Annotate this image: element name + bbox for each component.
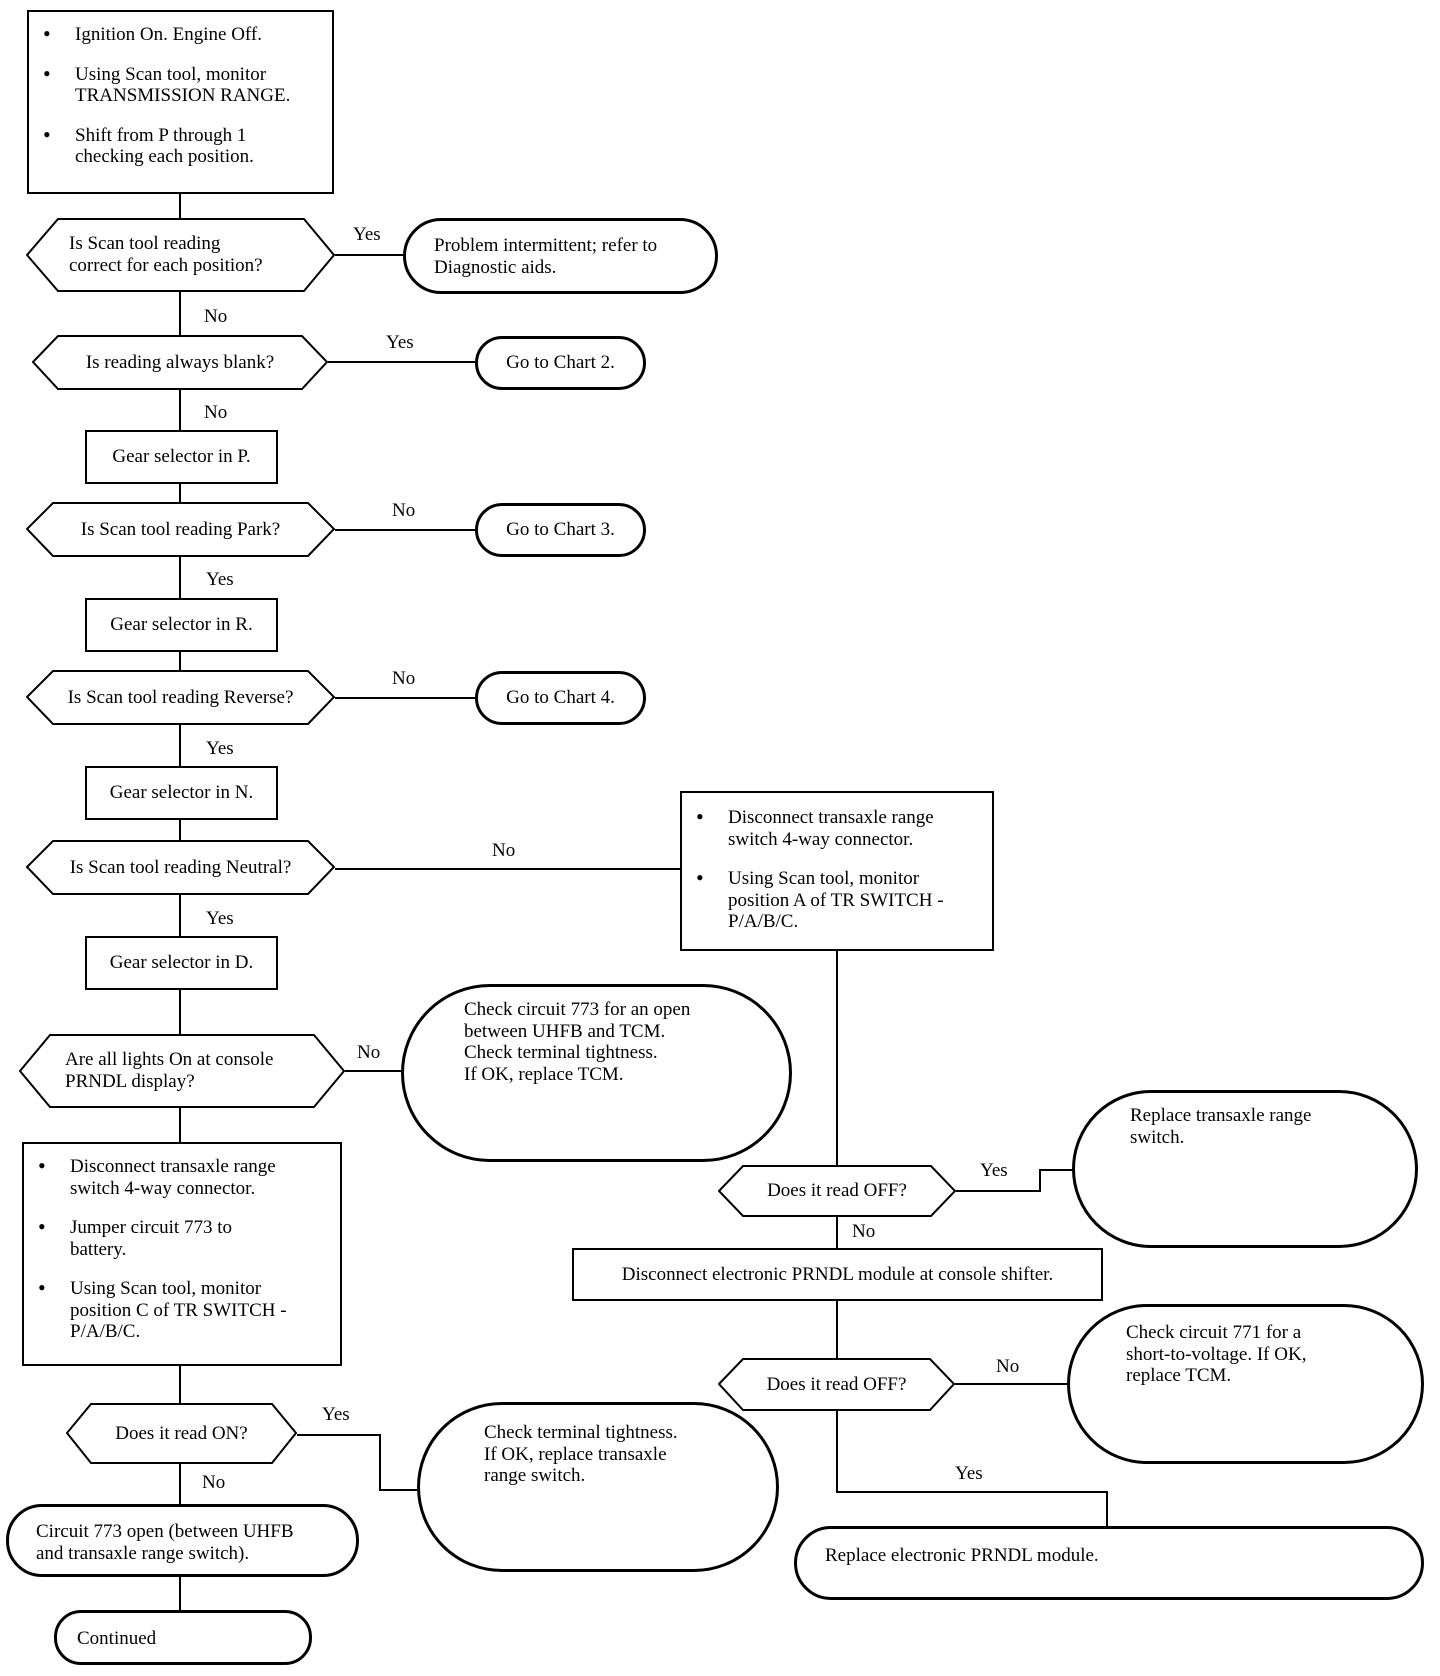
result-circuit-773-open: Circuit 773 open (between UHFB and trans… — [6, 1504, 359, 1577]
step-disconnect-prndl-module: Disconnect electronic PRNDL module at co… — [572, 1248, 1103, 1301]
branch-label-no: No — [204, 402, 228, 423]
step-gear-selector-n: Gear selector in N. — [85, 766, 278, 820]
start-step: Using Scan tool, monitor TRANSMISSION RA… — [43, 63, 333, 107]
decision-console-lights: Are all lights On at console PRNDL displ… — [19, 1034, 345, 1108]
step-text: Gear selector in N. — [109, 782, 254, 803]
decision-shape — [19, 1034, 345, 1108]
result-text: Check circuit 771 for a short-to-voltage… — [1126, 1322, 1307, 1386]
decision-shape — [718, 1358, 955, 1411]
result-go-to-chart-4: Go to Chart 4. — [475, 671, 646, 725]
step-text: Gear selector in D. — [109, 952, 254, 973]
decision-shape — [718, 1165, 956, 1217]
decision-text: Is Scan tool reading Reverse? — [67, 686, 294, 708]
decision-read-off-1: Does it read OFF? — [718, 1165, 956, 1217]
decision-shape — [26, 502, 335, 557]
decision-read-on: Does it read ON? — [66, 1403, 297, 1464]
decision-always-blank: Is reading always blank? — [32, 335, 328, 390]
decision-each-position: Is Scan tool reading correct for each po… — [26, 218, 335, 292]
decision-park: Is Scan tool reading Park? — [26, 502, 335, 557]
result-intermittent: Problem intermittent; refer to Diagnosti… — [403, 218, 718, 294]
branch-label-no: No — [392, 668, 416, 689]
branch-label-yes: Yes — [386, 332, 414, 353]
result-replace-range-switch: Replace transaxle range switch. — [1072, 1090, 1418, 1248]
decision-neutral: Is Scan tool reading Neutral? — [26, 840, 335, 895]
start-box: Ignition On. Engine Off. Using Scan tool… — [27, 10, 334, 194]
result-check-circuit-773: Check circuit 773 for an open between UH… — [401, 984, 792, 1162]
result-go-to-chart-3: Go to Chart 3. — [475, 503, 646, 557]
jumper-steps-box: Disconnect transaxle range switch 4-way … — [22, 1142, 342, 1366]
result-text: Go to Chart 4. — [506, 687, 615, 708]
step-gear-selector-r: Gear selector in R. — [85, 598, 278, 652]
step-gear-selector-p: Gear selector in P. — [85, 430, 278, 484]
neutral-steps-box: Disconnect transaxle range switch 4-way … — [680, 791, 994, 951]
decision-shape — [32, 335, 328, 390]
result-text: Continued — [77, 1628, 157, 1649]
decision-text: Is Scan tool reading Park? — [80, 518, 281, 540]
jumper-step: Disconnect transaxle range switch 4-way … — [38, 1155, 340, 1199]
decision-shape — [26, 840, 335, 895]
branch-label-yes: Yes — [353, 224, 381, 245]
branch-label-yes: Yes — [980, 1160, 1008, 1181]
branch-label-yes: Yes — [206, 738, 234, 759]
jumper-step: Using Scan tool, monitor position C of T… — [38, 1277, 340, 1343]
decision-text: Is Scan tool reading correct for each po… — [69, 233, 263, 276]
start-step: Ignition On. Engine Off. — [43, 23, 333, 46]
step-text: Gear selector in R. — [110, 614, 253, 635]
branch-label-no: No — [204, 306, 228, 327]
branch-label-no: No — [202, 1472, 226, 1493]
branch-label-yes: Yes — [206, 908, 234, 929]
branch-label-no: No — [852, 1221, 876, 1242]
decision-shape — [26, 218, 335, 292]
result-text: Check terminal tightness. If OK, replace… — [484, 1422, 678, 1486]
decision-text: Are all lights On at console PRNDL displ… — [65, 1049, 274, 1092]
step-text: Disconnect electronic PRNDL module at co… — [621, 1263, 1054, 1285]
decision-text: Does it read OFF? — [767, 1180, 907, 1201]
result-text: Circuit 773 open (between UHFB and trans… — [36, 1521, 294, 1564]
result-text: Replace transaxle range switch. — [1130, 1105, 1312, 1148]
neutral-step: Using Scan tool, monitor position A of T… — [696, 867, 992, 933]
result-text: Go to Chart 3. — [506, 519, 615, 540]
branch-label-no: No — [996, 1356, 1020, 1377]
decision-reverse: Is Scan tool reading Reverse? — [26, 670, 335, 725]
decision-shape — [66, 1403, 297, 1464]
decision-read-off-2: Does it read OFF? — [718, 1358, 955, 1411]
decision-text: Does it read ON? — [115, 1422, 248, 1444]
decision-text: Does it read OFF? — [766, 1373, 907, 1395]
step-text: Gear selector in P. — [112, 446, 251, 467]
decision-text: Is reading always blank? — [85, 351, 275, 373]
step-gear-selector-d: Gear selector in D. — [85, 936, 278, 990]
branch-label-yes: Yes — [322, 1404, 350, 1425]
jumper-step: Jumper circuit 773 to battery. — [38, 1216, 340, 1260]
branch-label-yes: Yes — [206, 569, 234, 590]
decision-text: Is Scan tool reading Neutral? — [69, 856, 292, 878]
neutral-step: Disconnect transaxle range switch 4-way … — [696, 806, 992, 850]
result-text: Check circuit 773 for an open between UH… — [464, 999, 691, 1085]
branch-label-yes: Yes — [955, 1463, 983, 1484]
result-check-terminal-tightness: Check terminal tightness. If OK, replace… — [417, 1402, 779, 1572]
result-check-circuit-771: Check circuit 771 for a short-to-voltage… — [1067, 1304, 1424, 1464]
start-step: Shift from P through 1 checking each pos… — [43, 124, 333, 168]
result-continued: Continued — [54, 1610, 312, 1665]
result-text: Replace electronic PRNDL module. — [825, 1545, 1099, 1566]
result-text: Go to Chart 2. — [506, 352, 615, 373]
result-go-to-chart-2: Go to Chart 2. — [475, 336, 646, 390]
result-text: Problem intermittent; refer to Diagnosti… — [434, 235, 658, 278]
branch-label-no: No — [357, 1042, 381, 1063]
decision-shape — [26, 670, 335, 725]
branch-label-no: No — [492, 840, 516, 861]
branch-label-no: No — [392, 500, 416, 521]
result-replace-prndl-module: Replace electronic PRNDL module. — [794, 1526, 1424, 1600]
